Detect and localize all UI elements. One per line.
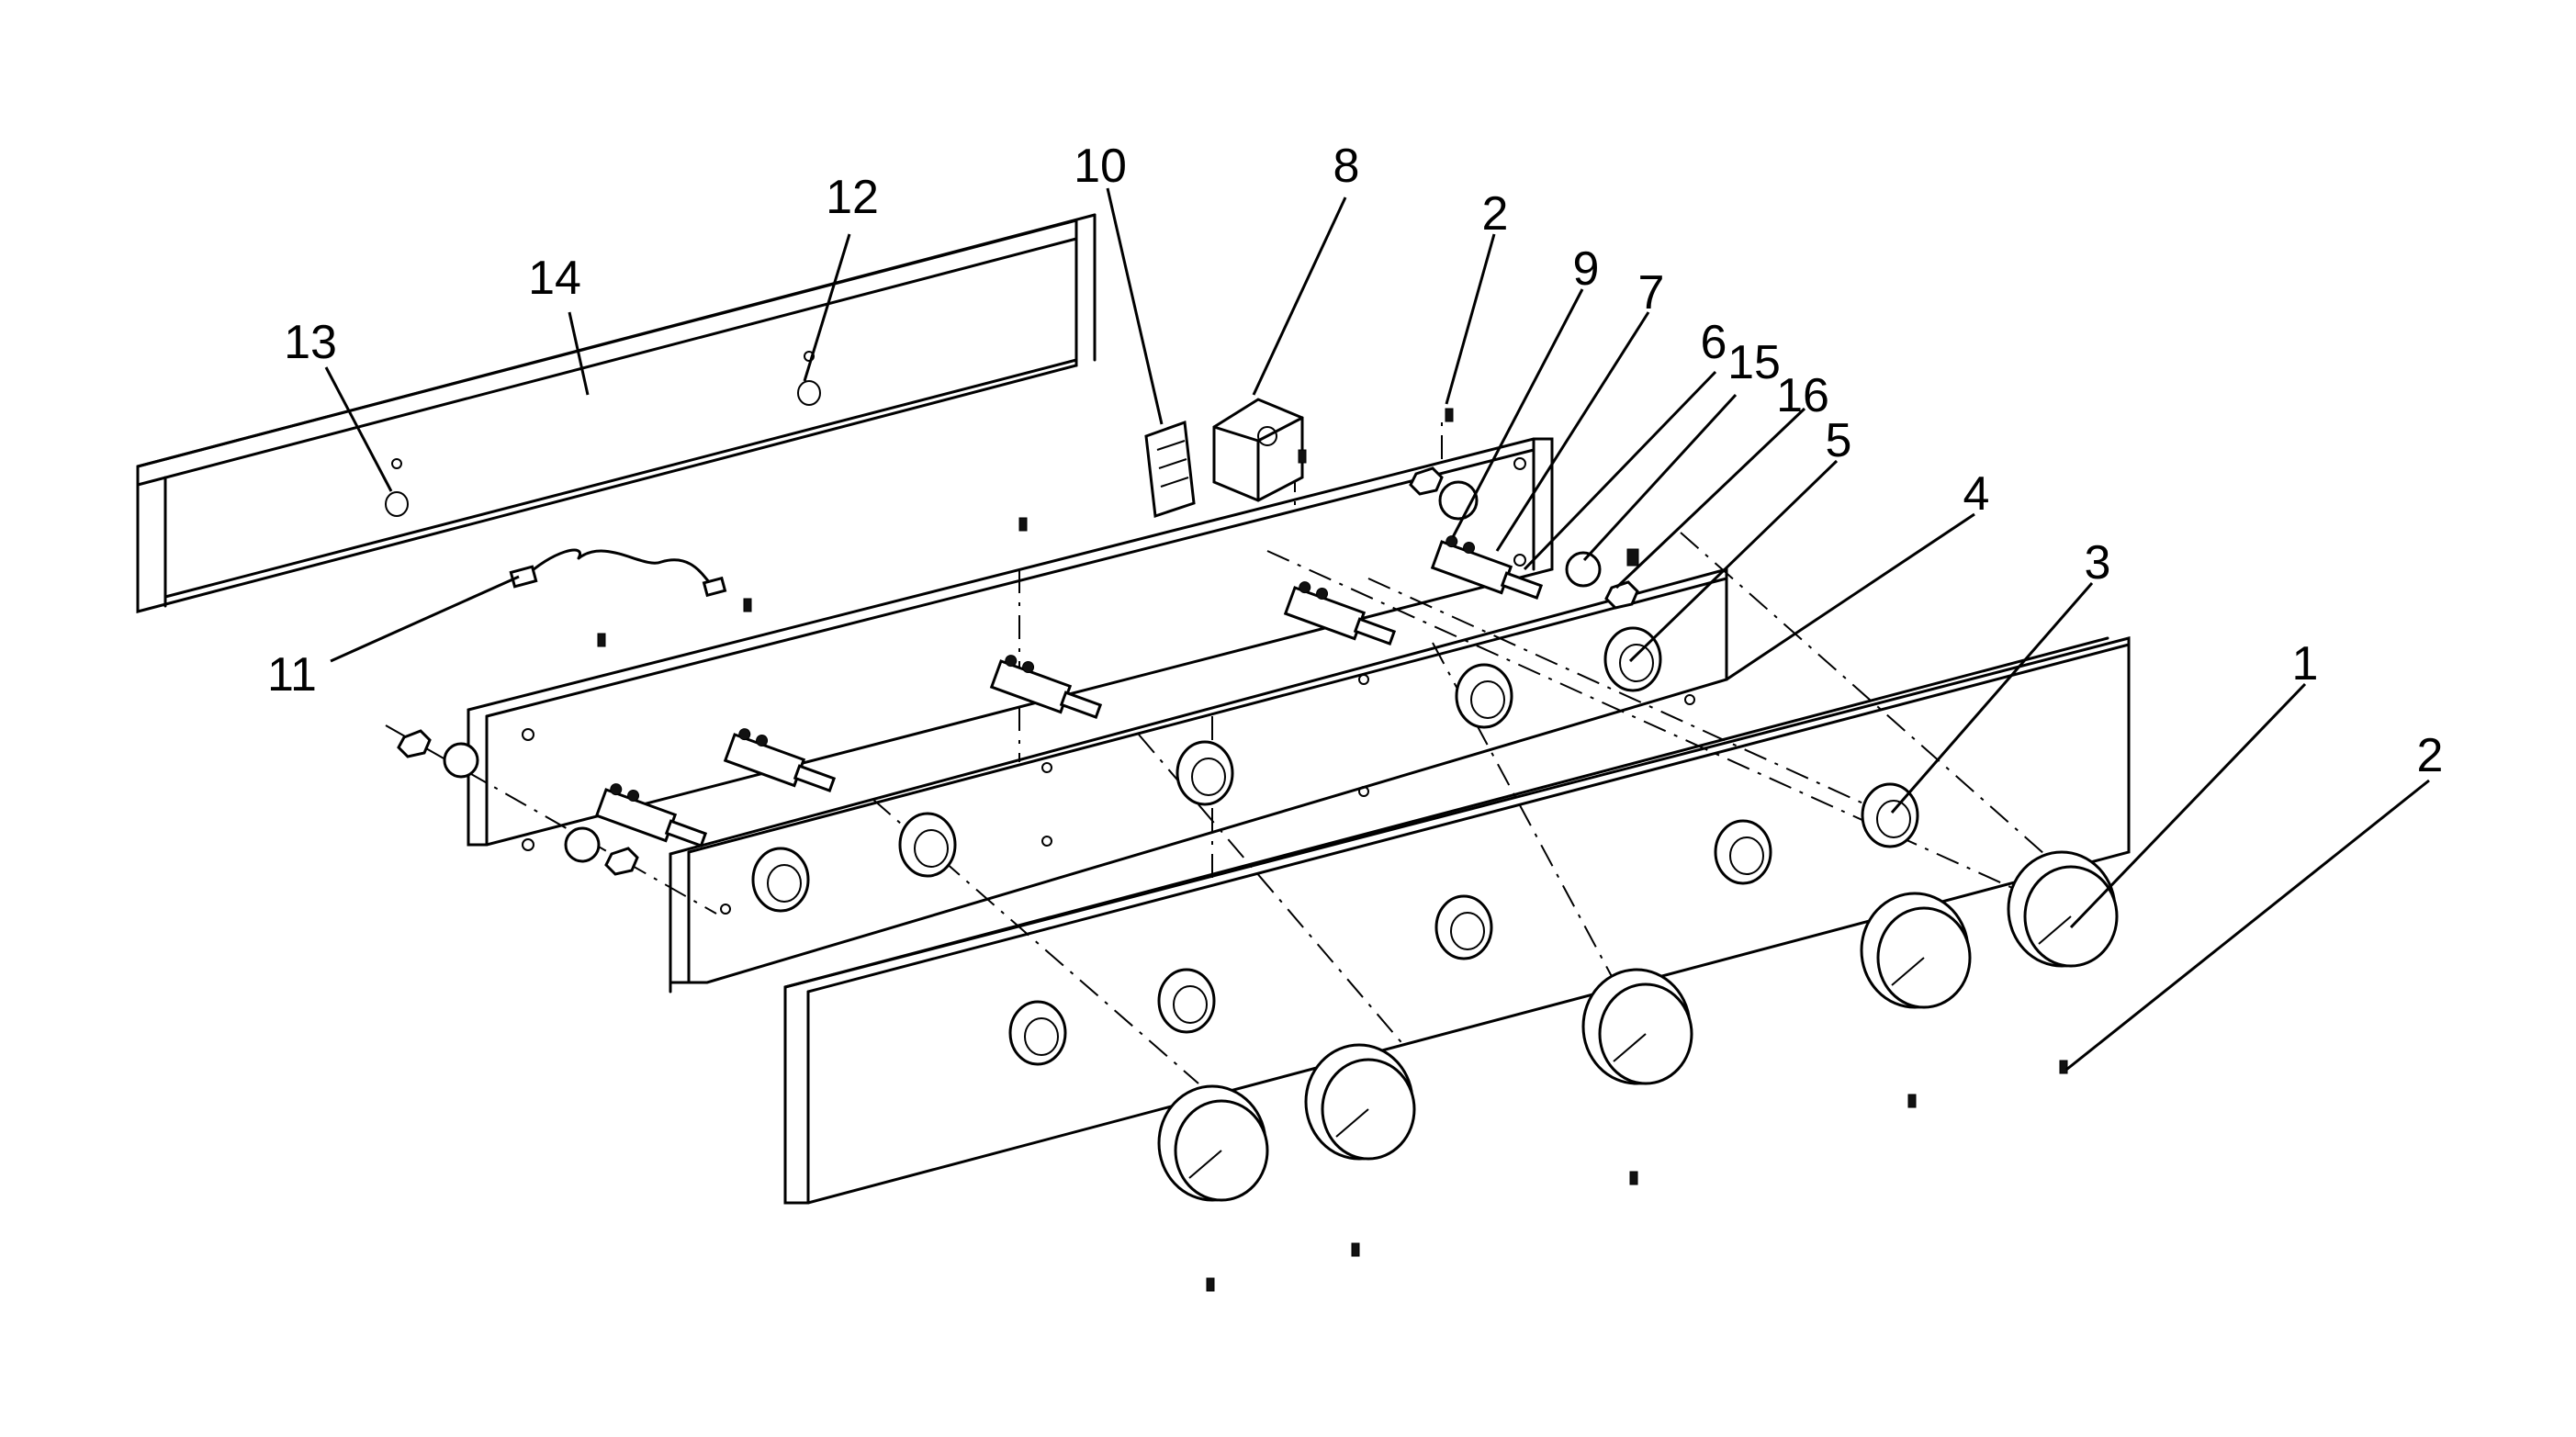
fasteners — [397, 408, 2068, 1292]
callout-13: 13 — [284, 316, 337, 369]
callout-2-top: 2 — [1482, 187, 1509, 241]
callout-11: 11 — [267, 648, 317, 702]
valve-1 — [594, 783, 708, 848]
knob — [1581, 968, 1693, 1085]
knob — [1157, 1084, 1269, 1202]
callout-8: 8 — [1333, 140, 1360, 193]
valve-assemblies — [594, 535, 1544, 848]
knob — [2007, 850, 2119, 968]
callout-10: 10 — [1074, 140, 1127, 193]
bezel — [1714, 819, 1772, 885]
callout-1: 1 — [2292, 637, 2319, 690]
knob — [1304, 1043, 1416, 1161]
leader-lines — [324, 187, 2430, 1072]
bezel — [1434, 894, 1493, 960]
bezel — [1008, 1000, 1067, 1066]
knob — [1860, 892, 1972, 1009]
knob-bezels — [751, 626, 1919, 1066]
callout-5: 5 — [1826, 414, 1852, 467]
bezel — [1176, 740, 1234, 806]
callout-15: 15 — [1727, 336, 1781, 389]
assembly-centerlines — [385, 413, 2076, 1084]
callout-2-bottom: 2 — [2417, 729, 2444, 782]
controller-part — [1212, 398, 1304, 502]
circuit-board-part — [1144, 420, 1196, 519]
control-knobs — [1157, 850, 2119, 1202]
valve-5 — [1430, 535, 1544, 600]
callout-9: 9 — [1573, 242, 1600, 296]
bezel — [751, 847, 810, 913]
callout-labels: 1 2 2 3 4 5 6 7 8 9 10 11 12 13 14 15 16 — [267, 140, 2443, 782]
callout-4: 4 — [1963, 467, 1990, 521]
callout-3: 3 — [2085, 536, 2111, 589]
callout-6: 6 — [1701, 316, 1727, 369]
callout-16: 16 — [1776, 369, 1829, 422]
valve-4 — [1283, 581, 1397, 646]
callout-14: 14 — [528, 252, 581, 305]
bezel — [1157, 968, 1216, 1034]
valve-2 — [723, 728, 837, 792]
callout-7: 7 — [1638, 266, 1665, 320]
rear-channel-part — [136, 213, 1097, 613]
wire-harness-part — [509, 548, 727, 598]
bezel — [898, 812, 957, 878]
bezel — [1455, 663, 1513, 729]
valve-3 — [989, 655, 1103, 719]
callout-12: 12 — [826, 171, 879, 224]
